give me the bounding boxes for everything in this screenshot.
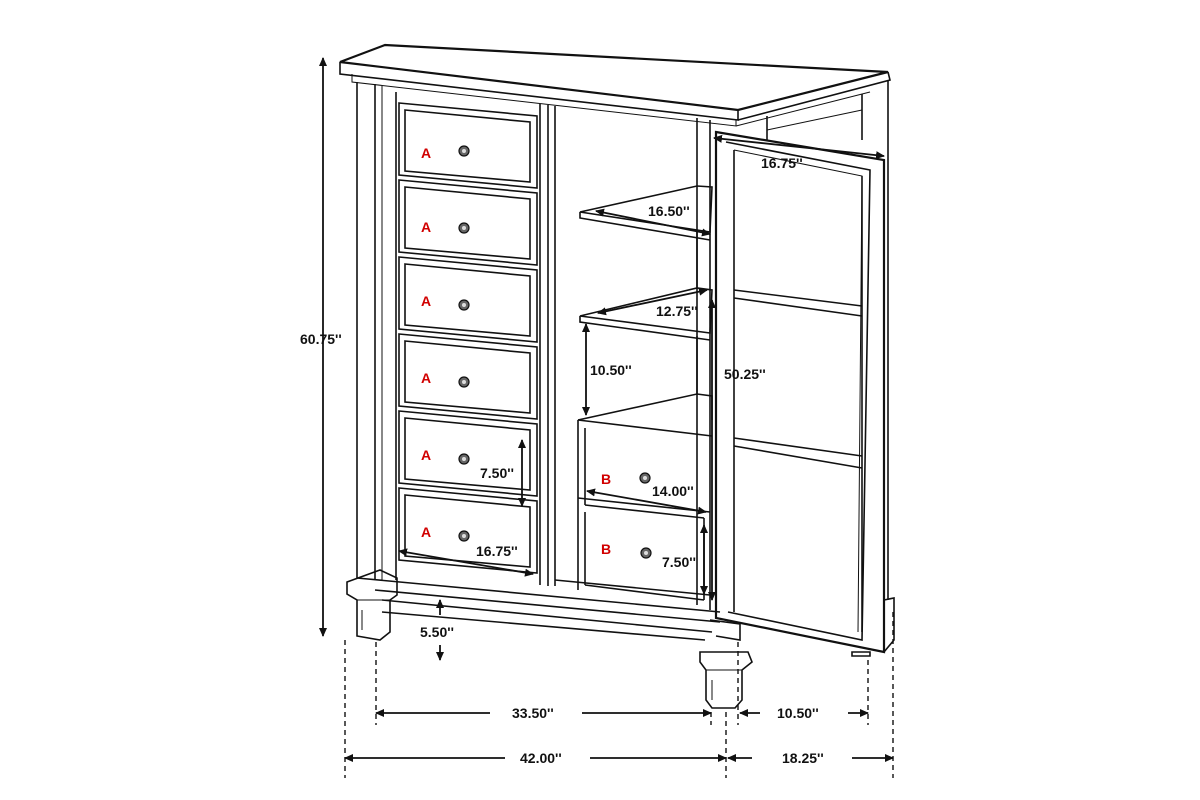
drawer-b-height-label: 7.50'' (662, 554, 696, 570)
overall-depth-label: 18.25'' (782, 750, 824, 766)
left-drawer-column (398, 102, 538, 574)
drawer-label-a2: A (421, 219, 431, 235)
drawer-a-3 (398, 256, 538, 343)
drawer-a-5 (398, 410, 538, 497)
drawer-label-a5: A (421, 447, 431, 463)
dimension-labels: 60.75'' 16.75'' 16.50'' 12.75'' 10.50'' … (300, 155, 824, 766)
shelf-spacing-label: 10.50'' (590, 362, 632, 378)
legs (346, 569, 753, 709)
drawer-label-a1: A (421, 145, 431, 161)
drawer-a-6 (398, 487, 538, 574)
drawer-label-a6: A (421, 524, 431, 540)
drawer-label-b1: B (601, 471, 611, 487)
door-width-label: 16.75'' (761, 155, 803, 171)
leg-height-label: 5.50'' (420, 624, 454, 640)
door-height-label: 50.25'' (724, 366, 766, 382)
drawer-a-1 (398, 102, 538, 189)
drawer-b-width-label: 14.00'' (652, 483, 694, 499)
drawer-label-a4: A (421, 370, 431, 386)
drawer-a-4 (398, 333, 538, 420)
drawer-label-b2: B (601, 541, 611, 557)
drawer-label-a3: A (421, 293, 431, 309)
drawer-labels: A A A A A A B B (421, 145, 611, 557)
drawer-a-2 (398, 179, 538, 266)
drawer-a-width-label: 16.75'' (476, 543, 518, 559)
cabinet-frame (356, 80, 889, 641)
body-width-label: 33.50'' (512, 705, 554, 721)
open-door (709, 130, 895, 657)
drawer-a-height-label: 7.50'' (480, 465, 514, 481)
lower-shelf-depth-label: 12.75'' (656, 303, 698, 319)
body-depth-label: 10.50'' (777, 705, 819, 721)
dimension-lines (319, 57, 894, 778)
cabinet-top (339, 43, 891, 127)
overall-height-label: 60.75'' (300, 331, 342, 347)
upper-shelf-width-label: 16.50'' (648, 203, 690, 219)
overall-width-label: 42.00'' (520, 750, 562, 766)
